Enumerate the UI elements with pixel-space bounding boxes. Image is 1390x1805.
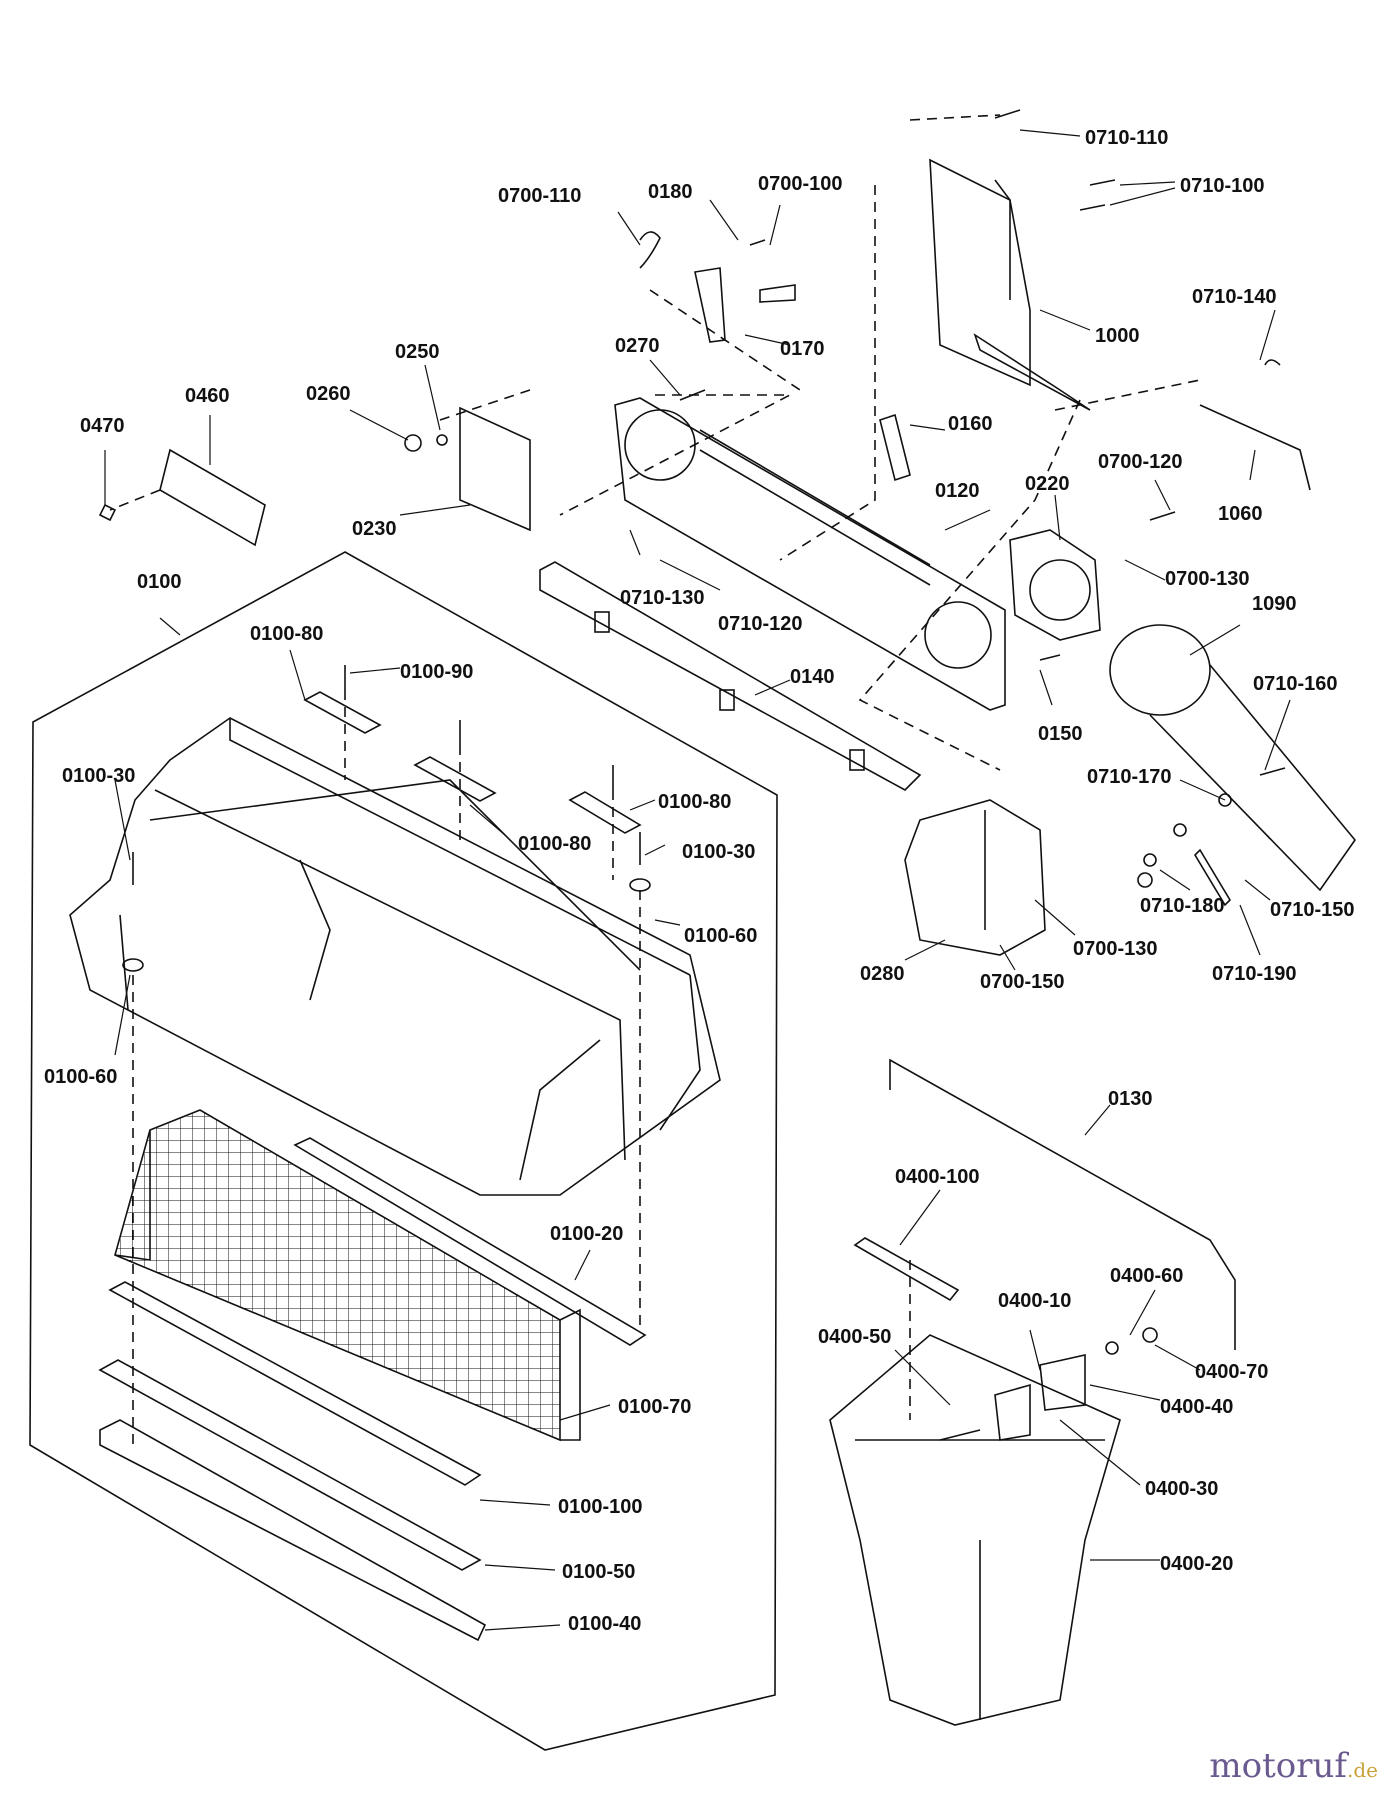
label-0260: 0260 [306,383,351,405]
label-0220: 0220 [1025,473,1070,495]
label-0170: 0170 [780,338,825,360]
strip-0100-20 [293,1137,647,1346]
rear-frame-0120 [614,397,1006,711]
label-0700-130-upper: 0700-130 [1165,568,1250,590]
watermark-logo: motoruf.de [1209,1746,1378,1786]
label-0400-60: 0400-60 [1110,1265,1183,1287]
bolts-0710-110-0710-100 [679,109,1286,776]
label-0270: 0270 [615,335,660,357]
label-0710-120: 0710-120 [718,613,803,635]
label-0100-70: 0100-70 [618,1396,691,1418]
container-0400-20 [829,1334,1121,1726]
label-1060: 1060 [1218,503,1263,525]
label-1000: 1000 [1095,325,1140,347]
label-0100-50: 0100-50 [562,1561,635,1583]
label-0700-130-lower: 0700-130 [1073,938,1158,960]
label-0470: 0470 [80,415,125,437]
label-0710-130: 0710-130 [620,587,705,609]
label-0100-30-right: 0100-30 [682,841,755,863]
plates-0100-80 [303,691,642,834]
door-1000 [929,158,1091,411]
label-1090: 1090 [1252,593,1297,615]
label-0160: 0160 [948,413,993,435]
label-0710-110: 0710-110 [1085,127,1168,149]
plate-0230 [404,406,531,532]
label-0120: 0120 [935,480,980,502]
rod-0400-100 [853,1237,960,1302]
rod-1060 [1199,359,1311,491]
label-0710-180: 0710-180 [1140,895,1225,917]
label-0100: 0100 [137,571,182,593]
rod-0130 [889,1058,1236,1350]
strip-0100-100 [108,1281,482,1486]
deflector-0280 [904,799,1046,956]
label-0150: 0150 [1038,723,1083,745]
bolts-0100-90 [122,665,651,972]
adapter-0220 [1009,529,1101,641]
label-0700-150: 0700-150 [980,971,1065,993]
strip-0100-40 [99,1419,487,1642]
label-0100-40: 0100-40 [568,1613,641,1635]
label-0710-170: 0710-170 [1087,766,1172,788]
label-0100-80-right: 0100-80 [658,791,731,813]
label-0230: 0230 [352,518,397,540]
label-0280: 0280 [860,963,905,985]
label-0100-90: 0100-90 [400,661,473,683]
hinge-0170 [639,231,796,343]
label-0400-100: 0400-100 [895,1166,980,1188]
chute-1090 [1109,624,1357,892]
hardware-0710-170-190 [1137,793,1232,907]
label-0700-100: 0700-100 [758,173,843,195]
plate-0460 [98,448,266,547]
label-0250: 0250 [395,341,440,363]
label-0400-30: 0400-30 [1145,1478,1218,1500]
strip-0100-50 [98,1359,482,1571]
label-0710-140: 0710-140 [1192,286,1277,308]
label-0400-40: 0400-40 [1160,1396,1233,1418]
label-0100-100: 0100-100 [558,1496,643,1518]
watermark-main-text: motoruf [1209,1746,1347,1786]
mesh-screen [114,1109,581,1442]
clamp-0400 [939,1327,1158,1441]
label-0400-10: 0400-10 [998,1290,1071,1312]
label-0100-30-left: 0100-30 [62,765,135,787]
label-0100-80-top: 0100-80 [250,623,323,645]
watermark-suffix-text: .de [1347,1758,1378,1782]
leader-lines [104,129,1291,1631]
label-0700-110: 0700-110 [498,185,581,207]
bag-top-shell [69,717,721,1196]
label-0180: 0180 [648,181,693,203]
label-0700-120: 0700-120 [1098,451,1183,473]
label-0710-100: 0710-100 [1180,175,1265,197]
bracket-0140 [539,561,922,791]
label-0400-50: 0400-50 [818,1326,891,1348]
label-0400-70: 0400-70 [1195,1361,1268,1383]
label-0100-60-left: 0100-60 [44,1066,117,1088]
label-0710-150: 0710-150 [1270,899,1355,921]
label-0140: 0140 [790,666,835,688]
bracket-0160 [879,413,911,482]
label-0100-80-mid: 0100-80 [518,833,591,855]
label-0710-160: 0710-160 [1253,673,1338,695]
label-0100-20: 0100-20 [550,1223,623,1245]
assembly-0100-outline [29,551,778,1751]
label-0710-190: 0710-190 [1212,963,1297,985]
label-0400-20: 0400-20 [1160,1553,1233,1575]
label-0130: 0130 [1108,1088,1153,1110]
label-0100-60-right: 0100-60 [684,925,757,947]
label-0460: 0460 [185,385,230,407]
